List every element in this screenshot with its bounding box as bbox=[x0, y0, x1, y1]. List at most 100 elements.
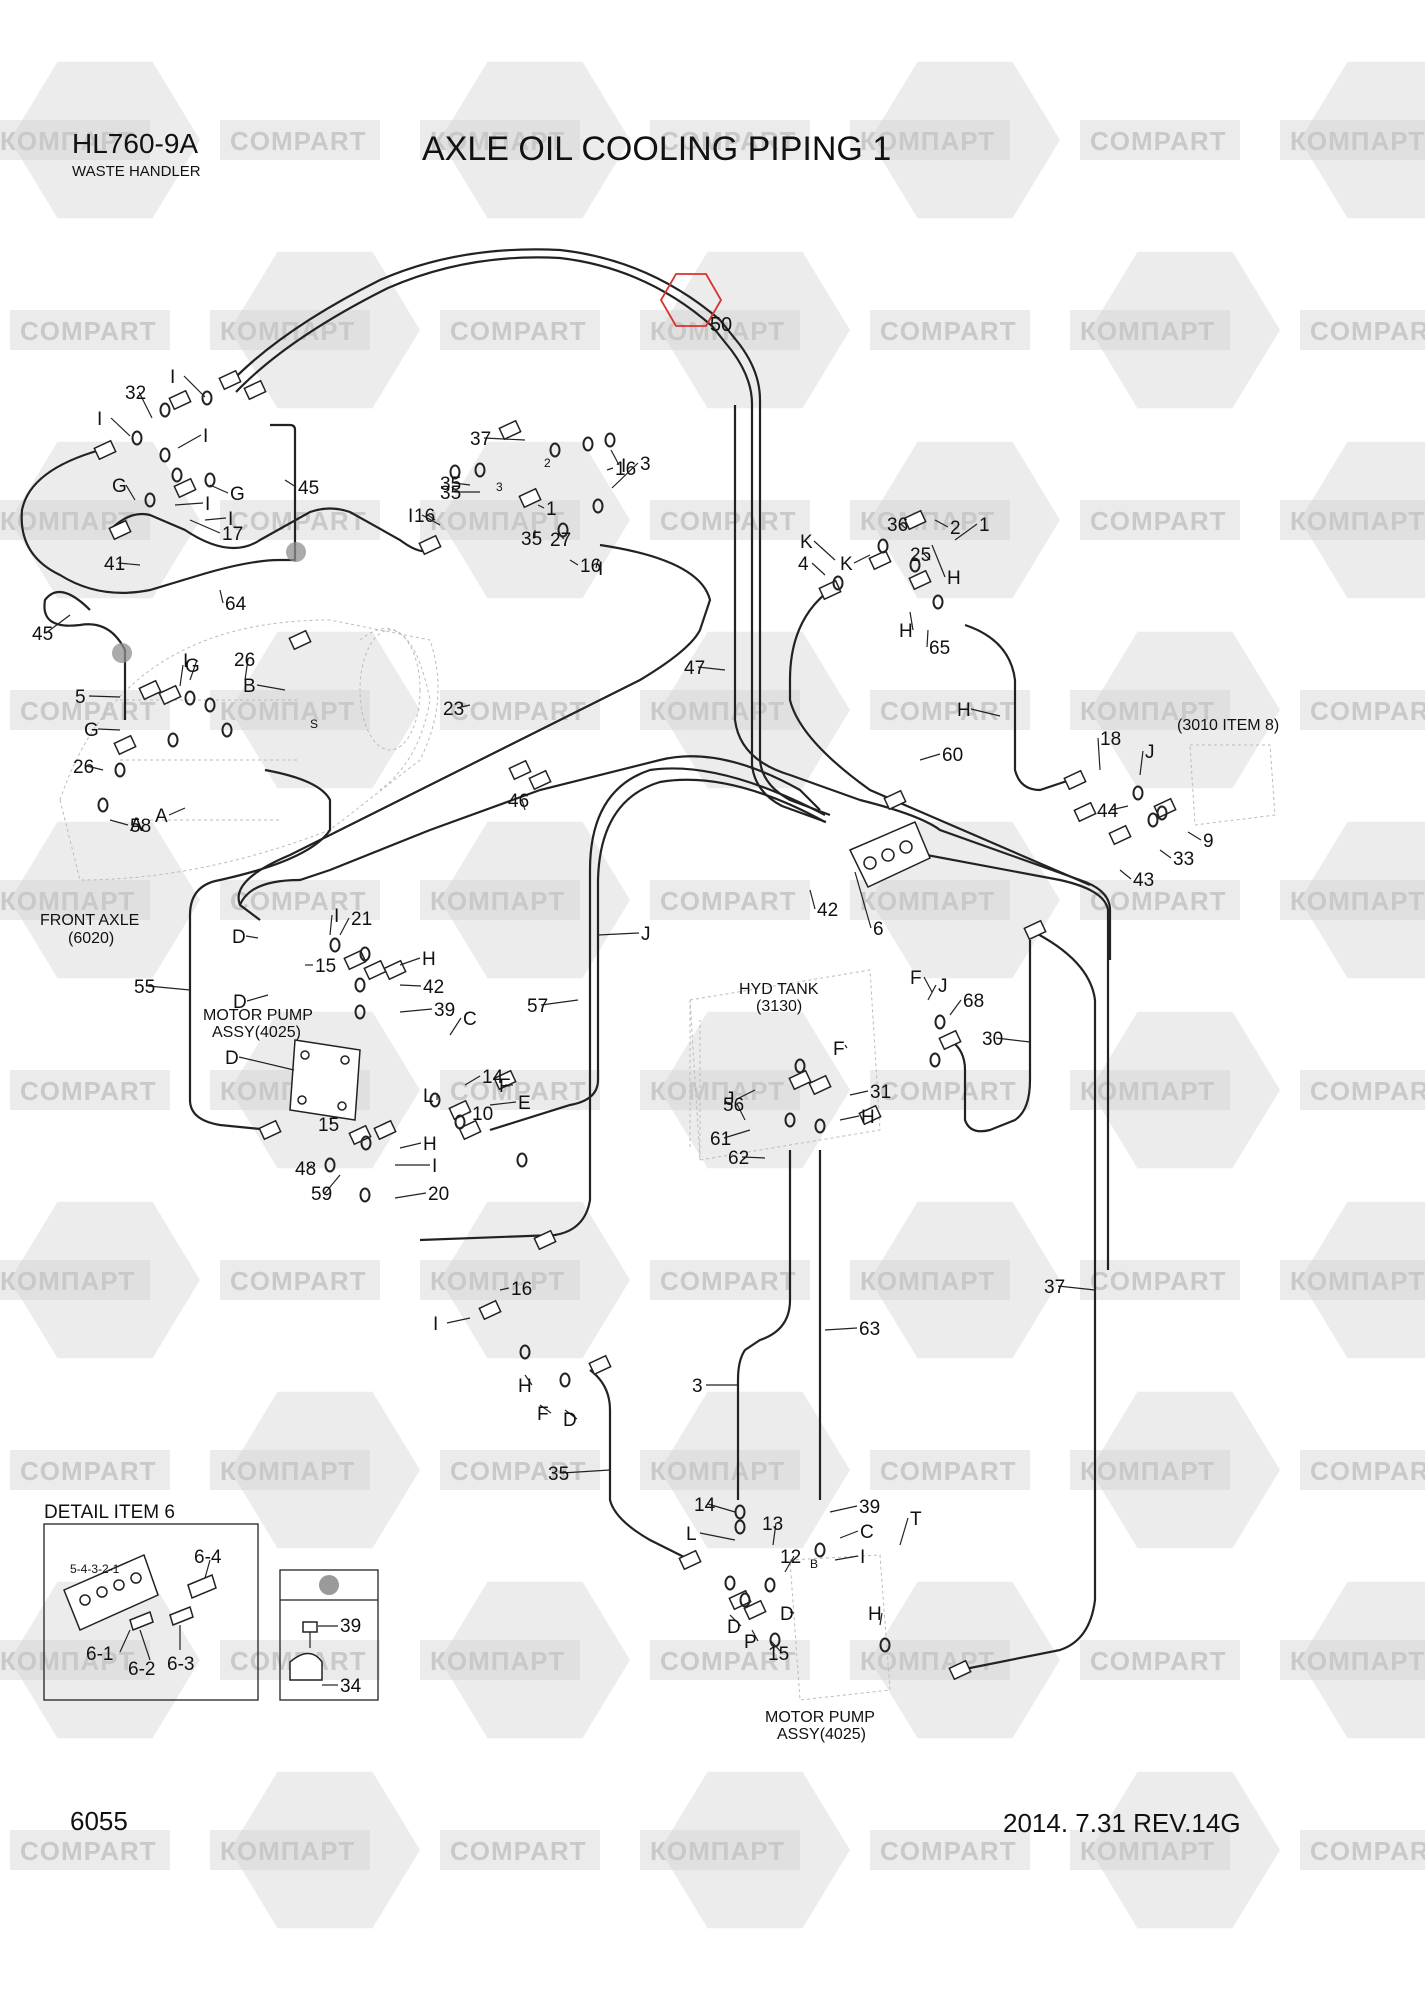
watermark-band bbox=[420, 120, 580, 160]
watermark-text-latin: COMPART bbox=[660, 506, 797, 536]
callout-i: I bbox=[433, 1314, 438, 1335]
hose-fitting bbox=[588, 1354, 612, 1376]
callout-leader bbox=[839, 1530, 859, 1539]
hose-fitting bbox=[93, 439, 117, 461]
callout-61: 61 bbox=[710, 1129, 731, 1150]
clamp-indicator-circle bbox=[319, 1575, 339, 1595]
watermark-band bbox=[1070, 690, 1230, 730]
callout-leader bbox=[559, 534, 565, 540]
watermark-hexagon bbox=[1300, 61, 1425, 219]
watermark-band bbox=[210, 690, 370, 730]
model-number: HL760-9A bbox=[72, 128, 198, 159]
motor-pump-bottom-outline bbox=[789, 1554, 891, 1701]
callout-32: 32 bbox=[125, 383, 146, 404]
callout-63: 63 bbox=[859, 1319, 880, 1340]
watermark-text-cyrillic: КОМПАРТ bbox=[1080, 1836, 1215, 1866]
callout-leader bbox=[453, 482, 471, 486]
watermark-text-cyrillic: КОМПАРТ bbox=[1290, 506, 1425, 536]
hose-fitting bbox=[868, 549, 892, 571]
callout-44: 44 bbox=[1097, 801, 1119, 822]
callout-62: 62 bbox=[728, 1148, 749, 1169]
front-axle-ref: (6020) bbox=[68, 930, 114, 947]
watermark-band bbox=[650, 880, 810, 920]
hose-fitting bbox=[1108, 824, 1132, 846]
hose-fitting bbox=[858, 1104, 882, 1126]
callout-18: 18 bbox=[1100, 729, 1121, 750]
callout-leader bbox=[97, 728, 121, 731]
callout-leader bbox=[183, 375, 206, 398]
callout-leader bbox=[256, 684, 286, 691]
callout-5: 5 bbox=[75, 687, 86, 708]
watermark-band bbox=[10, 1450, 170, 1490]
callout-leader bbox=[931, 544, 946, 578]
watermark-text-cyrillic: КОМПАРТ bbox=[220, 316, 355, 346]
callout-leader bbox=[610, 449, 620, 466]
hose-fitting bbox=[498, 419, 522, 441]
watermark-hexagon bbox=[10, 821, 200, 979]
o-ring bbox=[764, 1577, 776, 1593]
watermark-hexagon bbox=[660, 251, 850, 409]
watermark-band bbox=[210, 310, 370, 350]
callout-leader bbox=[699, 1532, 736, 1541]
o-ring bbox=[879, 1637, 891, 1653]
callout-56: 56 bbox=[723, 1095, 744, 1116]
callout-68: 68 bbox=[963, 991, 984, 1012]
callout-35: 35 bbox=[440, 474, 461, 495]
watermark-band bbox=[420, 500, 580, 540]
watermark-text-cyrillic: КОМПАРТ bbox=[1290, 126, 1425, 156]
watermark-text-latin: COMPART bbox=[880, 1836, 1017, 1866]
o-ring bbox=[329, 937, 341, 953]
hose-58 bbox=[238, 755, 821, 906]
callout-leader bbox=[909, 611, 914, 631]
watermark-text-latin: COMPART bbox=[450, 1836, 587, 1866]
watermark-hexagon bbox=[230, 1391, 420, 1549]
watermark-band bbox=[1080, 120, 1240, 160]
callout-leader bbox=[467, 1111, 471, 1114]
watermark-band bbox=[870, 690, 1030, 730]
callout-leader bbox=[399, 984, 422, 987]
watermark-band bbox=[870, 310, 1030, 350]
hose-fitting bbox=[938, 1029, 962, 1051]
watermark-hexagon bbox=[1300, 821, 1425, 979]
callout-leader bbox=[209, 484, 229, 494]
hose-fitting bbox=[168, 389, 192, 411]
watermark-text-latin: COMPART bbox=[660, 126, 797, 156]
watermark-band bbox=[650, 120, 810, 160]
watermark-hexagon bbox=[1300, 441, 1425, 599]
watermark-text-latin: COMPART bbox=[20, 316, 157, 346]
hyd-tank-label: HYD TANK bbox=[739, 981, 819, 998]
callout-leader bbox=[110, 417, 131, 437]
hose-62 bbox=[736, 1150, 792, 1500]
callout-i: I bbox=[598, 559, 603, 580]
callout-48: 48 bbox=[295, 1159, 316, 1180]
o-ring bbox=[359, 1187, 371, 1203]
watermark-band bbox=[220, 880, 380, 920]
callout-leader bbox=[597, 932, 640, 936]
watermark-text-latin: COMPART bbox=[1310, 696, 1425, 726]
callout-leader bbox=[789, 1611, 795, 1614]
watermark-text-cyrillic: КОМПАРТ bbox=[860, 126, 995, 156]
watermark-band bbox=[210, 1830, 370, 1870]
hose-47 bbox=[237, 543, 712, 921]
callout-t: T bbox=[910, 1509, 922, 1530]
callout-leader bbox=[219, 589, 224, 604]
o-ring bbox=[221, 722, 233, 738]
front-axle-outline bbox=[59, 619, 439, 881]
watermark-band bbox=[10, 310, 170, 350]
callout-leader bbox=[723, 1129, 751, 1139]
o-ring bbox=[877, 538, 889, 554]
detail-label-6-3: 6-3 bbox=[167, 1654, 194, 1675]
callout-leader bbox=[179, 664, 184, 687]
callout-42: 42 bbox=[817, 900, 838, 921]
callout-leader bbox=[738, 1089, 756, 1099]
callout-a: A bbox=[130, 815, 143, 836]
hose-64 bbox=[109, 507, 431, 553]
o-ring bbox=[204, 472, 216, 488]
callout-16: 16 bbox=[580, 556, 601, 577]
watermark-text-latin: COMPART bbox=[20, 1076, 157, 1106]
watermark-hexagon bbox=[660, 1771, 850, 1929]
hose-fitting bbox=[533, 1229, 557, 1251]
clamp-marker-1 bbox=[286, 542, 306, 562]
watermark-band bbox=[210, 1450, 370, 1490]
